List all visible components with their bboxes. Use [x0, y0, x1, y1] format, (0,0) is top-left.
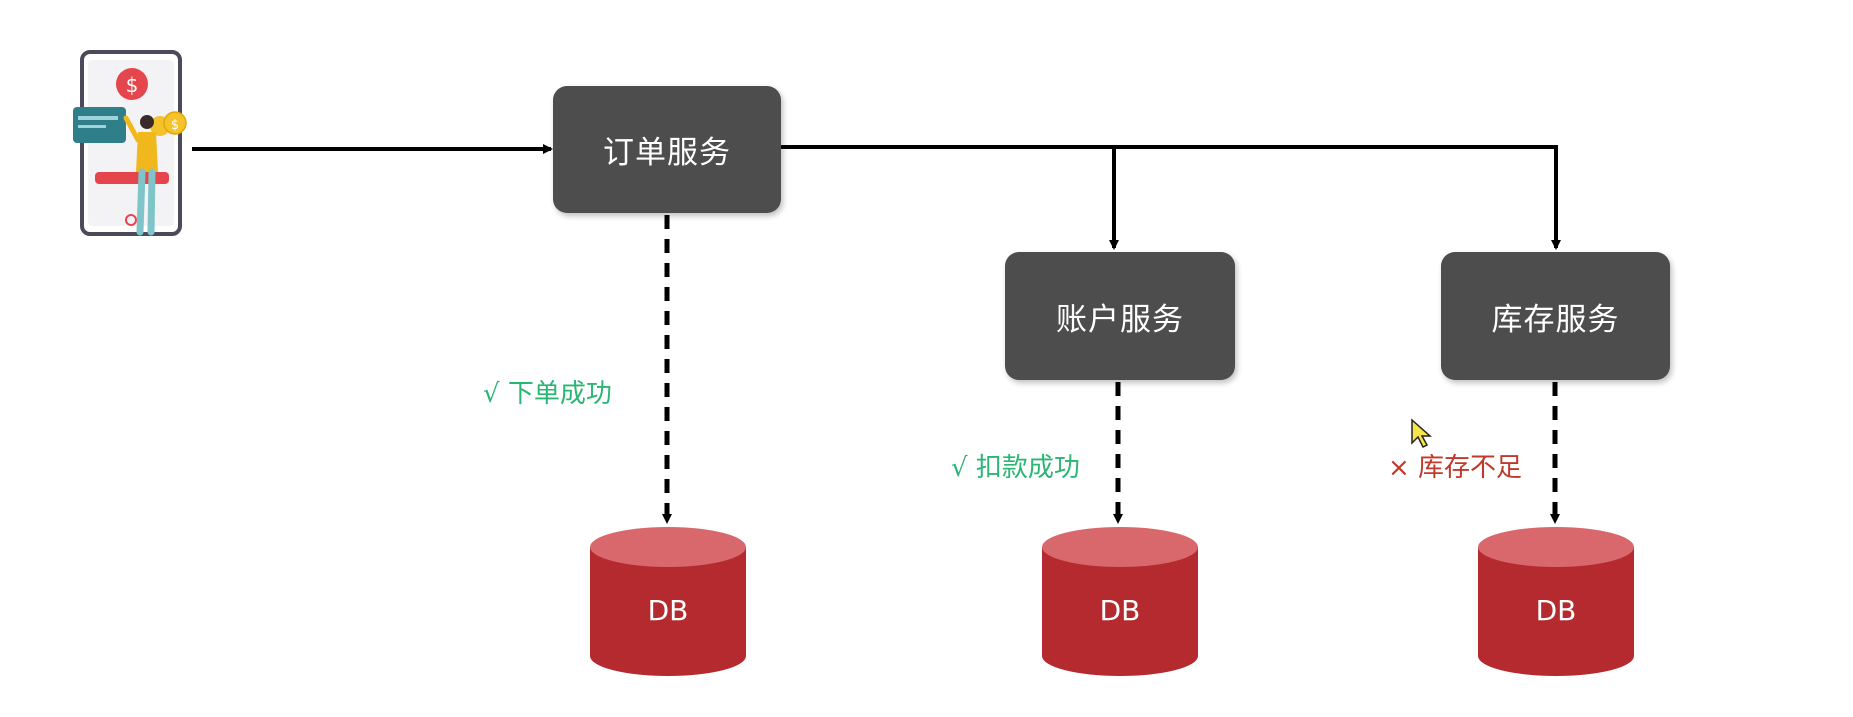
inventory-service-box: 库存服务 [1441, 252, 1670, 380]
mouse-pointer-icon [1411, 418, 1432, 449]
order-db-label: DB [647, 594, 689, 627]
account-status-success: √ 扣款成功 [951, 453, 1080, 483]
account-service-box: 账户服务 [1005, 252, 1235, 380]
inventory-db-label: DB [1535, 594, 1577, 627]
svg-text:$: $ [171, 118, 179, 133]
arrow-order-to-inventory [780, 145, 1561, 250]
order-service-label: 订单服务 [603, 135, 731, 171]
inventory-service-label: 库存服务 [1491, 301, 1620, 338]
account-db-cylinder-icon [1042, 527, 1198, 676]
inventory-status-failure: × 库存不足 [1388, 453, 1523, 483]
mobile-payment-illustration-icon: $ $ [73, 50, 187, 236]
account-service-label: 账户服务 [1056, 301, 1184, 338]
order-db-cylinder-icon [590, 527, 746, 676]
account-db-label: DB [1099, 594, 1141, 627]
svg-text:$: $ [126, 73, 139, 97]
order-service-box: 订单服务 [553, 86, 781, 213]
order-status-success: √ 下单成功 [483, 379, 612, 409]
inventory-db-cylinder-icon [1478, 527, 1634, 676]
